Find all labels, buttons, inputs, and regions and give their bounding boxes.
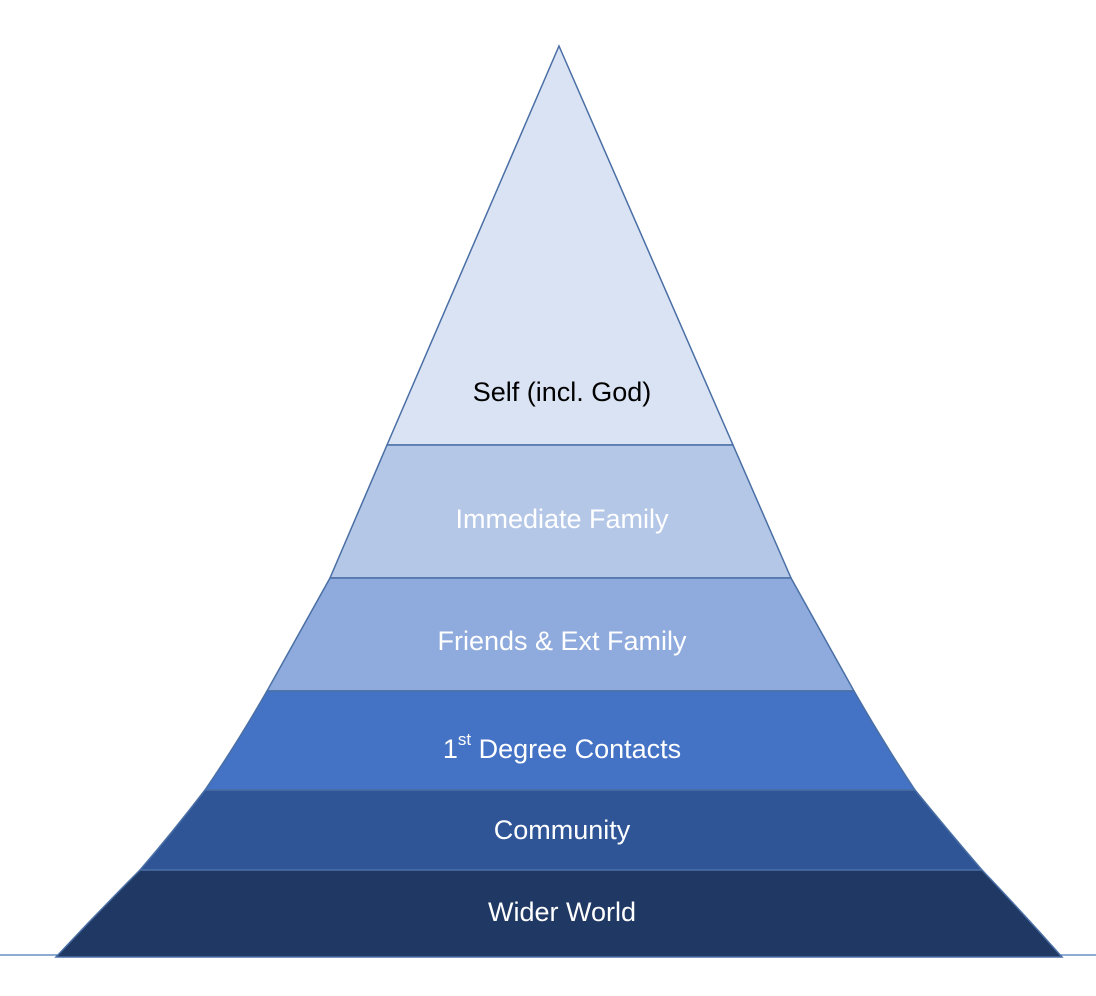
layer-immediate-family-label: Immediate Family	[455, 504, 669, 534]
layer-wider-world: Wider World	[54, 869, 1064, 958]
layer-first-degree-contacts: 1st Degree Contacts	[203, 690, 917, 791]
layer-friends-ext-family-label: Friends & Ext Family	[437, 626, 687, 656]
layer-immediate-family: Immediate Family	[328, 444, 793, 579]
layer-self: Self (incl. God)	[385, 44, 735, 446]
layer-wider-world-label: Wider World	[488, 897, 636, 927]
layer-first-degree-contacts-label: 1st Degree Contacts	[443, 730, 681, 765]
layer-wider-world-shape	[54, 869, 1064, 958]
layer-community: Community	[138, 789, 984, 871]
layer-friends-ext-family: Friends & Ext Family	[265, 577, 856, 692]
layer-community-label: Community	[494, 815, 631, 845]
layer-first-degree-contacts-prefix: 1	[443, 734, 458, 764]
layer-self-label: Self (incl. God)	[473, 377, 652, 407]
layer-first-degree-contacts-suffix: Degree Contacts	[471, 734, 681, 764]
layer-first-degree-contacts-superscript: st	[458, 730, 472, 749]
